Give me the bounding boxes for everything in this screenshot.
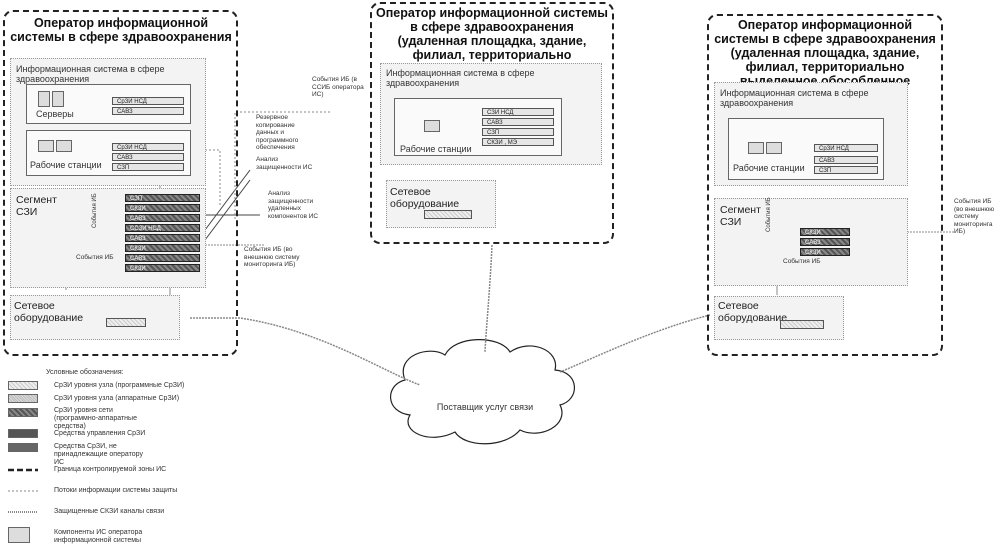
ws-tag: СрЗИ НСД — [112, 143, 184, 151]
legend-item-8: Защищенные СКЗИ каналы связи — [54, 508, 165, 515]
server-tag: САВЗ — [112, 107, 184, 115]
network-device-icon — [780, 320, 824, 329]
link-center-cloud — [484, 244, 493, 353]
workstations-label: Рабочие станции — [30, 160, 102, 170]
legend-title: Условные обозначения: — [46, 369, 124, 376]
workstation-icon — [56, 140, 72, 152]
legend-item-2: СрЗИ уровня узла (аппаратные СрЗИ) — [54, 395, 180, 402]
annotation-events-external: События ИБ (во внешнюю систему мониторин… — [244, 246, 300, 268]
segment-tag: СЗП — [125, 194, 200, 202]
right-is-title: Информационная система в сфере здравоохр… — [720, 88, 869, 108]
legend-item-7: Потоки информации системы защиты — [54, 487, 178, 494]
center-tag: СЗП — [482, 128, 554, 136]
right-segment-tag: СКЗИ — [800, 248, 850, 256]
right-network-box — [714, 296, 844, 340]
center-network-label: Сетевое оборудование — [390, 186, 460, 210]
legend-item-6: Граница контролируемой зоны ИС — [54, 466, 167, 473]
segment-tag: СКЗИ — [125, 244, 200, 252]
right-events-small-label: События ИБ — [783, 258, 821, 265]
events-vertical-label: События ИБ — [92, 193, 98, 228]
center-tag: САВЗ — [482, 118, 554, 126]
ws-tag: САВЗ — [112, 153, 184, 161]
segment-tag: САВЗ — [125, 214, 200, 222]
network-label: Сетевое оборудование — [14, 300, 84, 324]
legend-swatch-9 — [8, 527, 30, 543]
workstation-icon — [38, 140, 54, 152]
annotation-remote: Анализ защищенности удаленных компоненто… — [268, 190, 319, 220]
segment-tag: СКЗИ — [125, 264, 200, 272]
right-segment-label: Сегмент СЗИ — [720, 204, 761, 228]
left-is-title: Информационная система в сфере здравоохр… — [16, 64, 165, 84]
legend-swatch-2 — [8, 394, 38, 403]
right-events-vertical-label: События ИБ — [766, 197, 772, 232]
server-icon — [52, 91, 64, 107]
legend-item-5: Средства СрЗИ, не принадлежащие оператор… — [54, 443, 143, 466]
right-network-label: Сетевое оборудование — [718, 300, 788, 324]
center-workstations-label: Рабочие станции — [400, 144, 472, 154]
segment-tag: СКЗИ — [125, 204, 200, 212]
right-ws-tag: САВЗ — [814, 156, 878, 164]
events-small-label: События ИБ — [76, 254, 114, 261]
right-zone-boundary — [707, 14, 943, 356]
segment-tag: САВЗ — [125, 254, 200, 262]
annotation-analysis: Анализ защищенности ИС — [256, 156, 313, 171]
link-right-cloud — [559, 314, 711, 373]
legend-swatch-5 — [8, 443, 38, 452]
right-ws-tag: СрЗИ НСД — [814, 144, 878, 152]
legend-item-1: СрЗИ уровня узла (программные СрЗИ) — [54, 382, 185, 389]
workstation-icon — [766, 142, 782, 154]
legend-item-4: Средства управления СрЗИ — [54, 430, 146, 437]
right-annotation-events: События ИБ (во внешнюю систему мониторин… — [954, 198, 995, 235]
right-workstations-label: Рабочие станции — [733, 163, 805, 173]
annotation-backup: Резервное копирование данных и программн… — [256, 114, 299, 151]
servers-label: Серверы — [36, 109, 74, 119]
center-network-box — [386, 180, 496, 228]
legend-swatch-4 — [8, 429, 38, 438]
legend-swatch-1 — [8, 381, 38, 390]
left-zone-boundary — [3, 10, 238, 356]
legend-item-9: Компоненты ИС оператора информационной с… — [54, 529, 143, 544]
ws-tag: СЗП — [112, 163, 184, 171]
center-tag: СКЗИ , МЭ — [482, 138, 554, 146]
segment-label: Сегмент СЗИ — [16, 194, 57, 218]
workstation-icon — [748, 142, 764, 154]
server-tag: СрЗИ НСД — [112, 97, 184, 105]
legend-swatch-3 — [8, 408, 38, 417]
workstation-icon — [424, 120, 440, 132]
left-network-box — [10, 295, 180, 340]
right-segment-tag: САВЗ — [800, 238, 850, 246]
center-tag: СЗИ НСД — [482, 108, 554, 116]
events-in-label: События ИБ (в ССИБ оператора ИС) — [312, 76, 364, 98]
cloud-label: Поставщик услуг связи — [436, 402, 534, 412]
left-zone-title: Оператор информационной системы в сфере … — [10, 16, 232, 44]
provider-cloud-shape — [390, 339, 575, 445]
network-device-icon — [424, 210, 472, 219]
legend-item-3: СрЗИ уровня сети (программно-аппаратные … — [54, 407, 137, 430]
center-workstations-box — [394, 98, 562, 156]
server-icon — [38, 91, 50, 107]
center-is-title: Информационная система в сфере здравоохр… — [386, 68, 535, 88]
network-device-icon — [106, 318, 146, 327]
link-left-cloud — [190, 317, 421, 386]
segment-tag: ССЗИ НСД — [125, 224, 200, 232]
segment-tag: САВЗ — [125, 234, 200, 242]
center-zone-boundary — [370, 2, 614, 244]
right-segment-tag: СКЗИ — [800, 228, 850, 236]
right-ws-tag: СЗП — [814, 166, 878, 174]
